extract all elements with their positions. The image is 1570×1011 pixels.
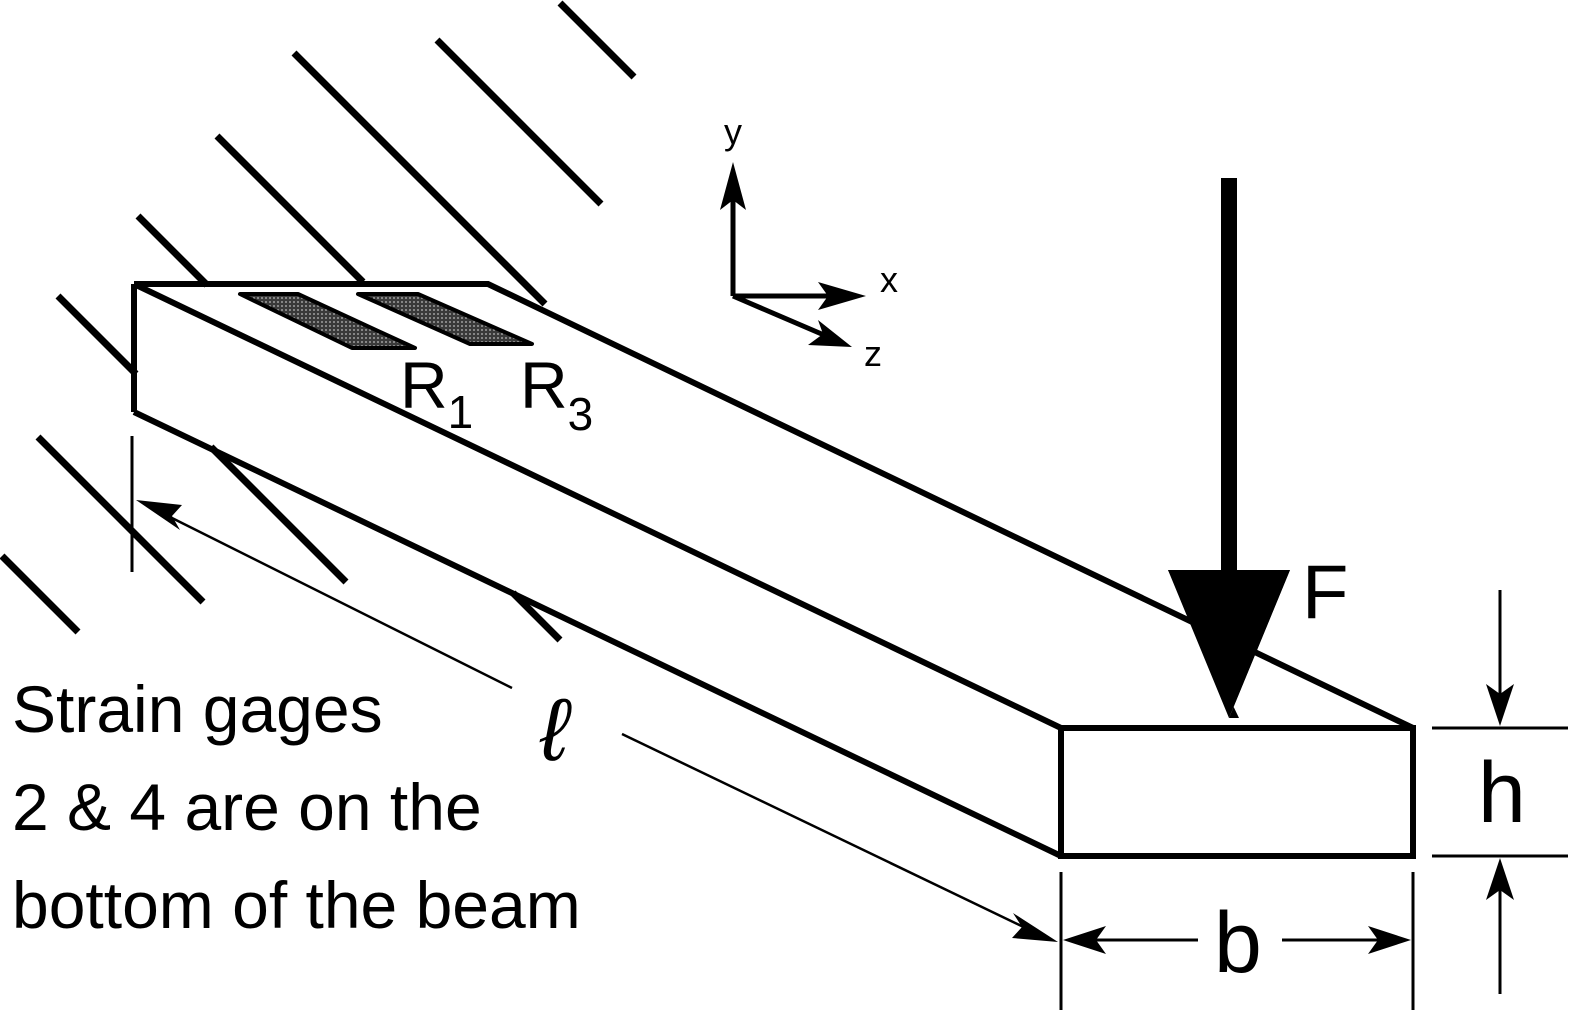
- strain-gage-note: Strain gages 2 & 4 are on the bottom of …: [12, 660, 732, 954]
- width-label: b: [1214, 895, 1262, 991]
- axis-label-y: y: [724, 111, 742, 152]
- beam-top-front-edge: [132, 281, 1063, 731]
- length-dimension: [130, 436, 1035, 934]
- height-arrowheads: [1486, 684, 1514, 900]
- axis-label-x: x: [880, 259, 898, 300]
- coordinate-axes: [730, 178, 850, 344]
- gage-r1: [238, 292, 417, 350]
- axis-label-z: z: [864, 333, 882, 374]
- length-arrowheads: [136, 500, 1058, 942]
- force-label: F: [1302, 550, 1348, 635]
- gage-r3: [356, 292, 534, 346]
- axis-arrowheads: [720, 162, 866, 347]
- height-label: h: [1478, 745, 1526, 841]
- gage-label-r1: R1: [400, 348, 473, 438]
- strain-gages: [238, 292, 534, 350]
- note-line-1: Strain gages: [12, 672, 383, 746]
- height-dimension: [1432, 590, 1568, 994]
- wall-hatching: [0, 0, 637, 643]
- length-label: ℓ: [539, 680, 572, 779]
- width-dimension: [1059, 872, 1415, 1010]
- beam-end-face: [1058, 725, 1416, 859]
- beam-bottom-front-edge: [132, 409, 1063, 859]
- beam: [131, 281, 1416, 859]
- note-line-3: bottom of the beam: [12, 868, 581, 942]
- beam-top-face: [134, 281, 1415, 731]
- width-arrowheads: [1063, 926, 1411, 954]
- force-arrow: [1168, 178, 1290, 718]
- gage-label-r3: R3: [520, 348, 593, 440]
- note-line-2: 2 & 4 are on the: [12, 770, 482, 844]
